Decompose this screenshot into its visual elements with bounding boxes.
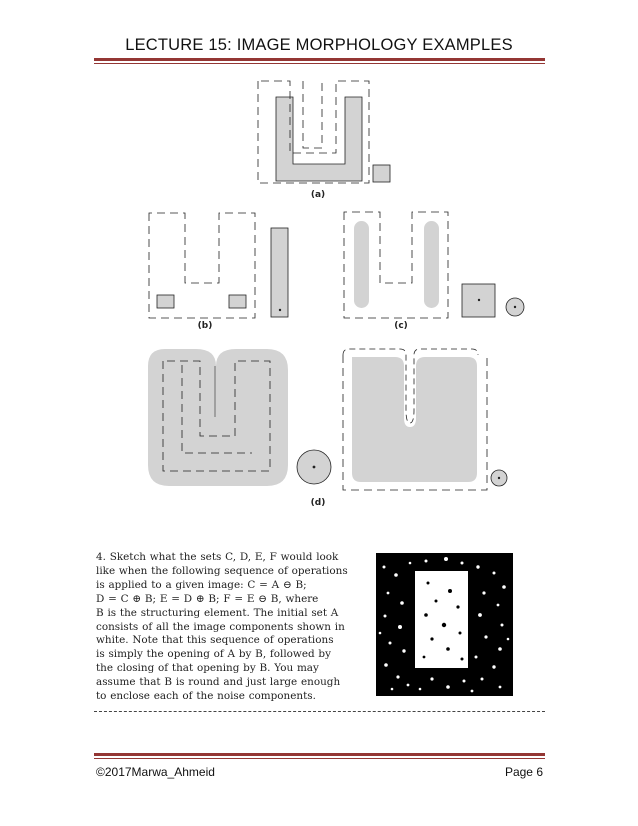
- fig-b-structuring-element: [271, 228, 288, 317]
- problem-line: is simply the opening of A by B, followe…: [96, 648, 360, 662]
- figure-b: [149, 213, 288, 318]
- footer-rule-thin: [94, 758, 545, 759]
- morphology-figures: [0, 0, 638, 540]
- problem-line: D = C ⊕ B; E = D ⊕ B; F = E ⊖ B, where: [96, 593, 360, 607]
- problem-4-text: 4. Sketch what the sets C, D, E, F would…: [96, 551, 360, 704]
- fig-a-dashed-inner: [303, 81, 322, 148]
- fig-b-origin: [279, 309, 281, 311]
- problem-line: is applied to a given image: C = A ⊖ B;: [96, 579, 360, 593]
- fig-c-opening-left: [354, 221, 369, 308]
- fig-label-a: (a): [311, 190, 325, 200]
- figure-a: [258, 81, 390, 183]
- fig-d-disk-origin-left: [313, 466, 316, 469]
- figure-d: [148, 349, 507, 490]
- fig-d-dilation-shape: [148, 349, 288, 486]
- fig-a-structuring-element: [373, 165, 390, 182]
- fig-a-u-shape: [276, 97, 362, 181]
- footer-page-number: Page 6: [505, 765, 543, 779]
- problem-line: consists of all the image components sho…: [96, 621, 360, 635]
- noisy-image-rectangle: [415, 571, 468, 668]
- fig-label-c: (c): [394, 321, 408, 331]
- problem-line: white. Note that this sequence of operat…: [96, 634, 360, 648]
- fig-c-opening-right: [424, 221, 439, 308]
- problem-line: assume that B is round and just large en…: [96, 676, 360, 690]
- fig-c-disk-origin: [514, 306, 516, 308]
- footer-rule-thick: [94, 753, 545, 756]
- problem-line: like when the following sequence of oper…: [96, 565, 360, 579]
- problem-line: B is the structuring element. The initia…: [96, 607, 360, 621]
- fig-b-erosion-left: [157, 295, 174, 308]
- fig-label-b: (b): [198, 321, 213, 331]
- fig-d-closing-shape: [352, 357, 477, 482]
- section-separator: [94, 711, 545, 712]
- noisy-image: [376, 553, 513, 696]
- footer-copyright: ©2017Marwa_Ahmeid: [96, 765, 215, 779]
- fig-label-d: (d): [311, 498, 326, 508]
- fig-c-square-origin: [478, 299, 480, 301]
- fig-b-erosion-right: [229, 295, 246, 308]
- problem-line: 4. Sketch what the sets C, D, E, F would…: [96, 551, 360, 565]
- problem-line: to enclose each of the noise components.: [96, 690, 360, 704]
- figure-c: [344, 212, 524, 318]
- problem-line: the closing of that opening by B. You ma…: [96, 662, 360, 676]
- fig-d-disk-origin-right: [498, 477, 500, 479]
